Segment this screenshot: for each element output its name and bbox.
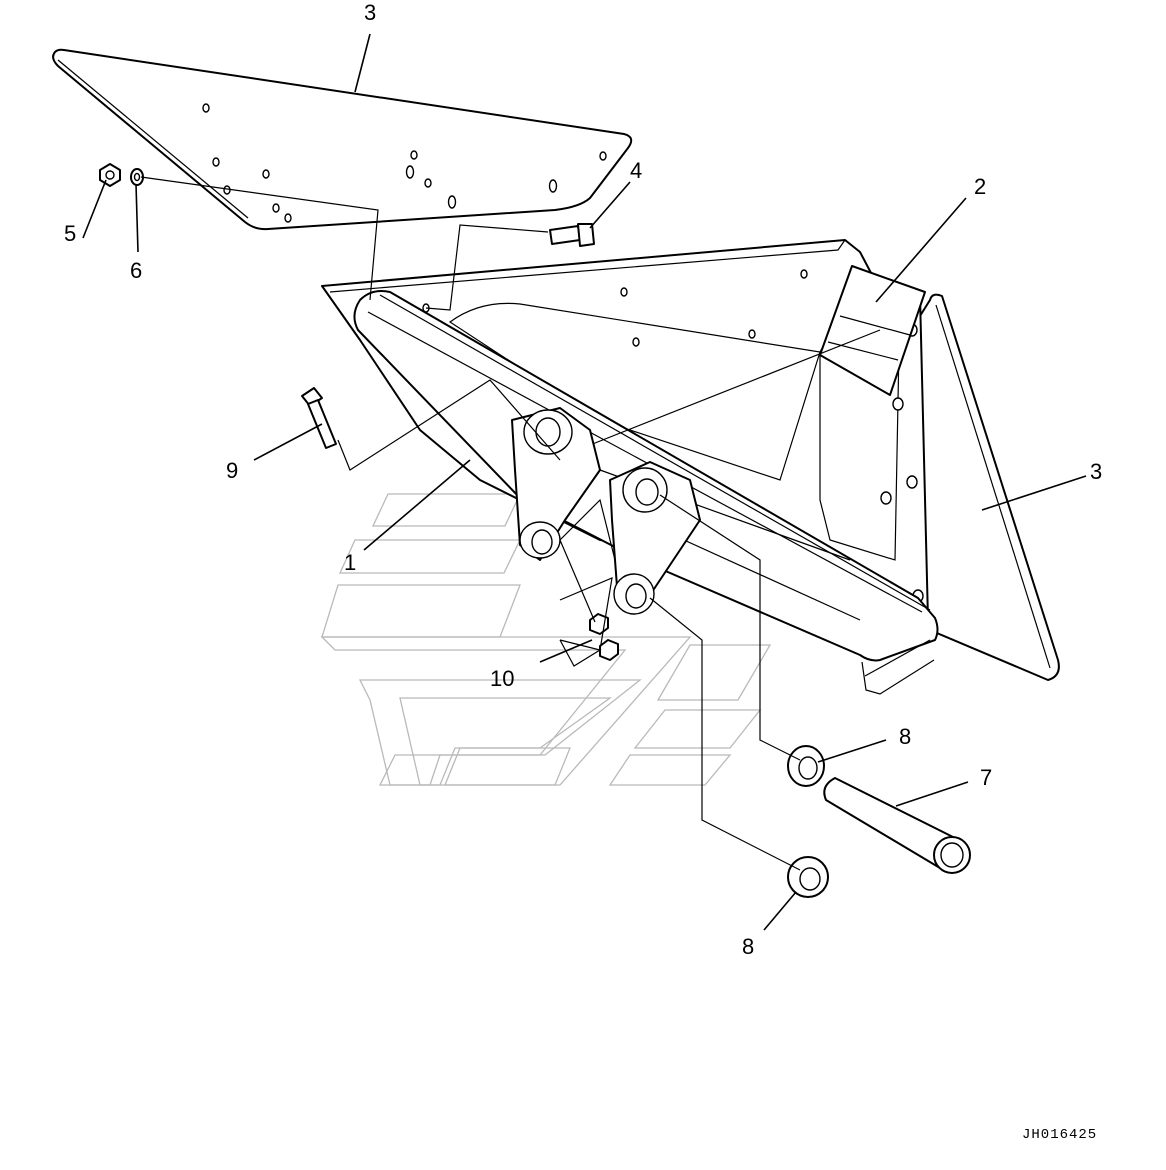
callout-3-right: 3 [1090, 459, 1102, 484]
pivot-bosses [511, 407, 701, 615]
callout-4: 4 [630, 158, 642, 183]
nut-5 [99, 163, 121, 187]
callout-labels: 3 4 5 6 2 3 9 1 10 8 7 8 [64, 0, 1102, 959]
bolt-9 [301, 387, 337, 449]
leader-lines [82, 33, 1087, 931]
drawing-code: JH016425 [1022, 1127, 1097, 1143]
callout-2: 2 [974, 174, 986, 199]
callout-5: 5 [64, 221, 76, 246]
callout-3-top: 3 [364, 0, 376, 25]
callout-8-lower: 8 [742, 934, 754, 959]
washer-8-upper [787, 745, 825, 787]
cover-plate-holes [202, 103, 607, 223]
cover-plate-upper [52, 48, 633, 231]
bolt-4 [549, 223, 595, 247]
nuts-10 [589, 613, 619, 661]
callout-1: 1 [344, 550, 356, 575]
callout-10: 10 [490, 666, 514, 691]
callout-8-upper: 8 [899, 724, 911, 749]
pin-7 [823, 777, 971, 874]
watermark-logo [320, 493, 772, 786]
callout-7: 7 [980, 765, 992, 790]
callout-6: 6 [130, 258, 142, 283]
washer-8-lower [787, 856, 829, 898]
side-plate-right [919, 293, 1060, 681]
callout-9: 9 [226, 458, 238, 483]
bracket [819, 265, 926, 396]
assembly-lines [140, 176, 801, 871]
